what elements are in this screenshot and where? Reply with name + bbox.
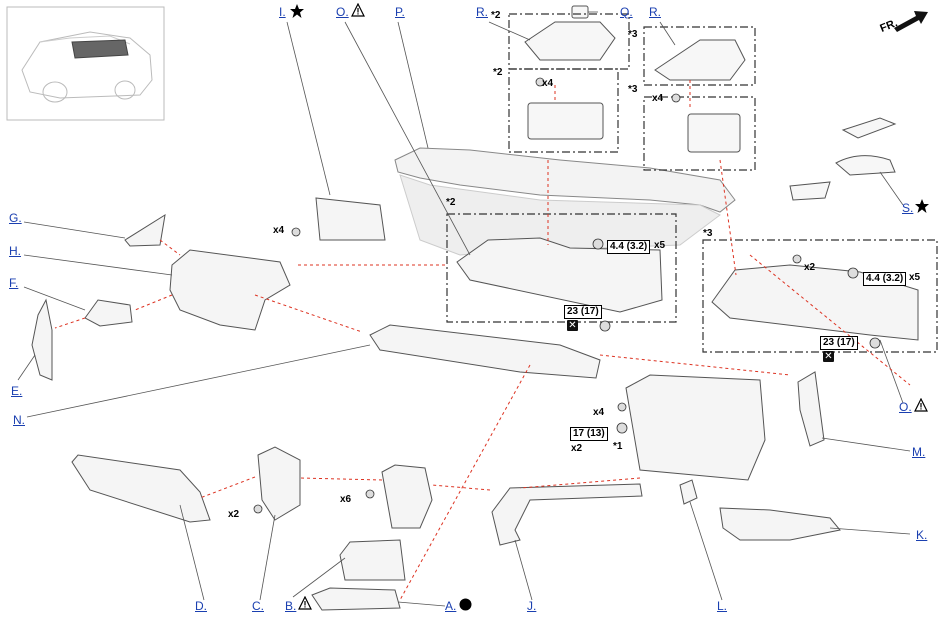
warning-icon	[298, 596, 312, 610]
front-arrow-icon	[894, 11, 928, 32]
warning-icon	[914, 398, 928, 412]
note-star3-top: *3	[628, 29, 638, 40]
torque-left-44: 4.4 (3.2)	[607, 240, 651, 254]
front-direction-indicator: FR.	[878, 6, 930, 39]
callout-r-left[interactable]: R.	[476, 5, 488, 19]
qty-x6: x6	[340, 494, 352, 505]
qty-x2-right: x2	[804, 262, 816, 273]
dot-icon	[459, 598, 472, 611]
vehicle-inset	[6, 6, 165, 121]
callout-m[interactable]: M.	[912, 445, 926, 459]
note-star3-mid: *3	[628, 84, 638, 95]
qty-x2-lower: x2	[571, 443, 583, 454]
torque-left-23: 23 (17)	[564, 305, 602, 319]
qty-x4-clip: x4	[273, 225, 285, 236]
callout-s[interactable]: S.	[902, 201, 914, 215]
callout-l[interactable]: L.	[717, 599, 728, 613]
qty-x5-left: x5	[654, 240, 666, 251]
instrument-panel-reinforcement	[394, 147, 736, 256]
torque-right-23: 23 (17)	[820, 336, 858, 350]
note-star2-top: *2	[491, 10, 501, 21]
sub-assembly-boxes	[446, 13, 938, 353]
star-icon	[915, 199, 929, 213]
qty-x4-screen-left: x4	[542, 78, 554, 89]
qty-x4-glove: x4	[593, 407, 605, 418]
callout-c[interactable]: C.	[252, 599, 264, 613]
callout-f[interactable]: F.	[9, 276, 19, 290]
callout-b[interactable]: B.	[285, 599, 297, 613]
torque-right-44: 4.4 (3.2)	[863, 272, 907, 286]
warning-icon	[351, 3, 365, 17]
note-star3-console: *3	[703, 228, 713, 239]
no-reuse-icon: ✕	[567, 320, 578, 331]
callout-d[interactable]: D.	[195, 599, 207, 613]
lower-parts	[71, 324, 841, 611]
callout-h[interactable]: H.	[9, 244, 21, 258]
callout-q[interactable]: Q.	[620, 5, 633, 19]
relation-arrows	[54, 80, 911, 601]
callout-n[interactable]: N.	[13, 413, 25, 427]
callout-o-right[interactable]: O.	[899, 400, 912, 414]
left-side-parts	[31, 197, 386, 381]
callout-k[interactable]: K.	[916, 528, 928, 542]
leader-lines	[17, 11, 911, 607]
star-icon	[290, 4, 304, 18]
qty-x5-right: x5	[909, 272, 921, 283]
no-reuse-icon: ✕	[823, 351, 834, 362]
torque-17: 17 (13)	[570, 427, 608, 441]
callout-o-top[interactable]: O.	[336, 5, 349, 19]
callout-i[interactable]: I.	[279, 5, 286, 19]
callout-g[interactable]: G.	[9, 211, 22, 225]
callout-a[interactable]: A.	[445, 599, 457, 613]
upper-parts	[524, 5, 897, 201]
callout-e[interactable]: E.	[11, 384, 23, 398]
note-star2-mid: *2	[493, 67, 503, 78]
callout-p[interactable]: P.	[395, 5, 405, 19]
callout-r-right[interactable]: R.	[649, 5, 661, 19]
note-star1: *1	[613, 441, 623, 452]
fasteners	[253, 77, 881, 514]
qty-x4-screen-right: x4	[652, 93, 664, 104]
note-star2-console: *2	[446, 197, 456, 208]
callout-j[interactable]: J.	[527, 599, 537, 613]
qty-x2-glove: x2	[228, 509, 240, 520]
console-panels	[456, 237, 919, 341]
